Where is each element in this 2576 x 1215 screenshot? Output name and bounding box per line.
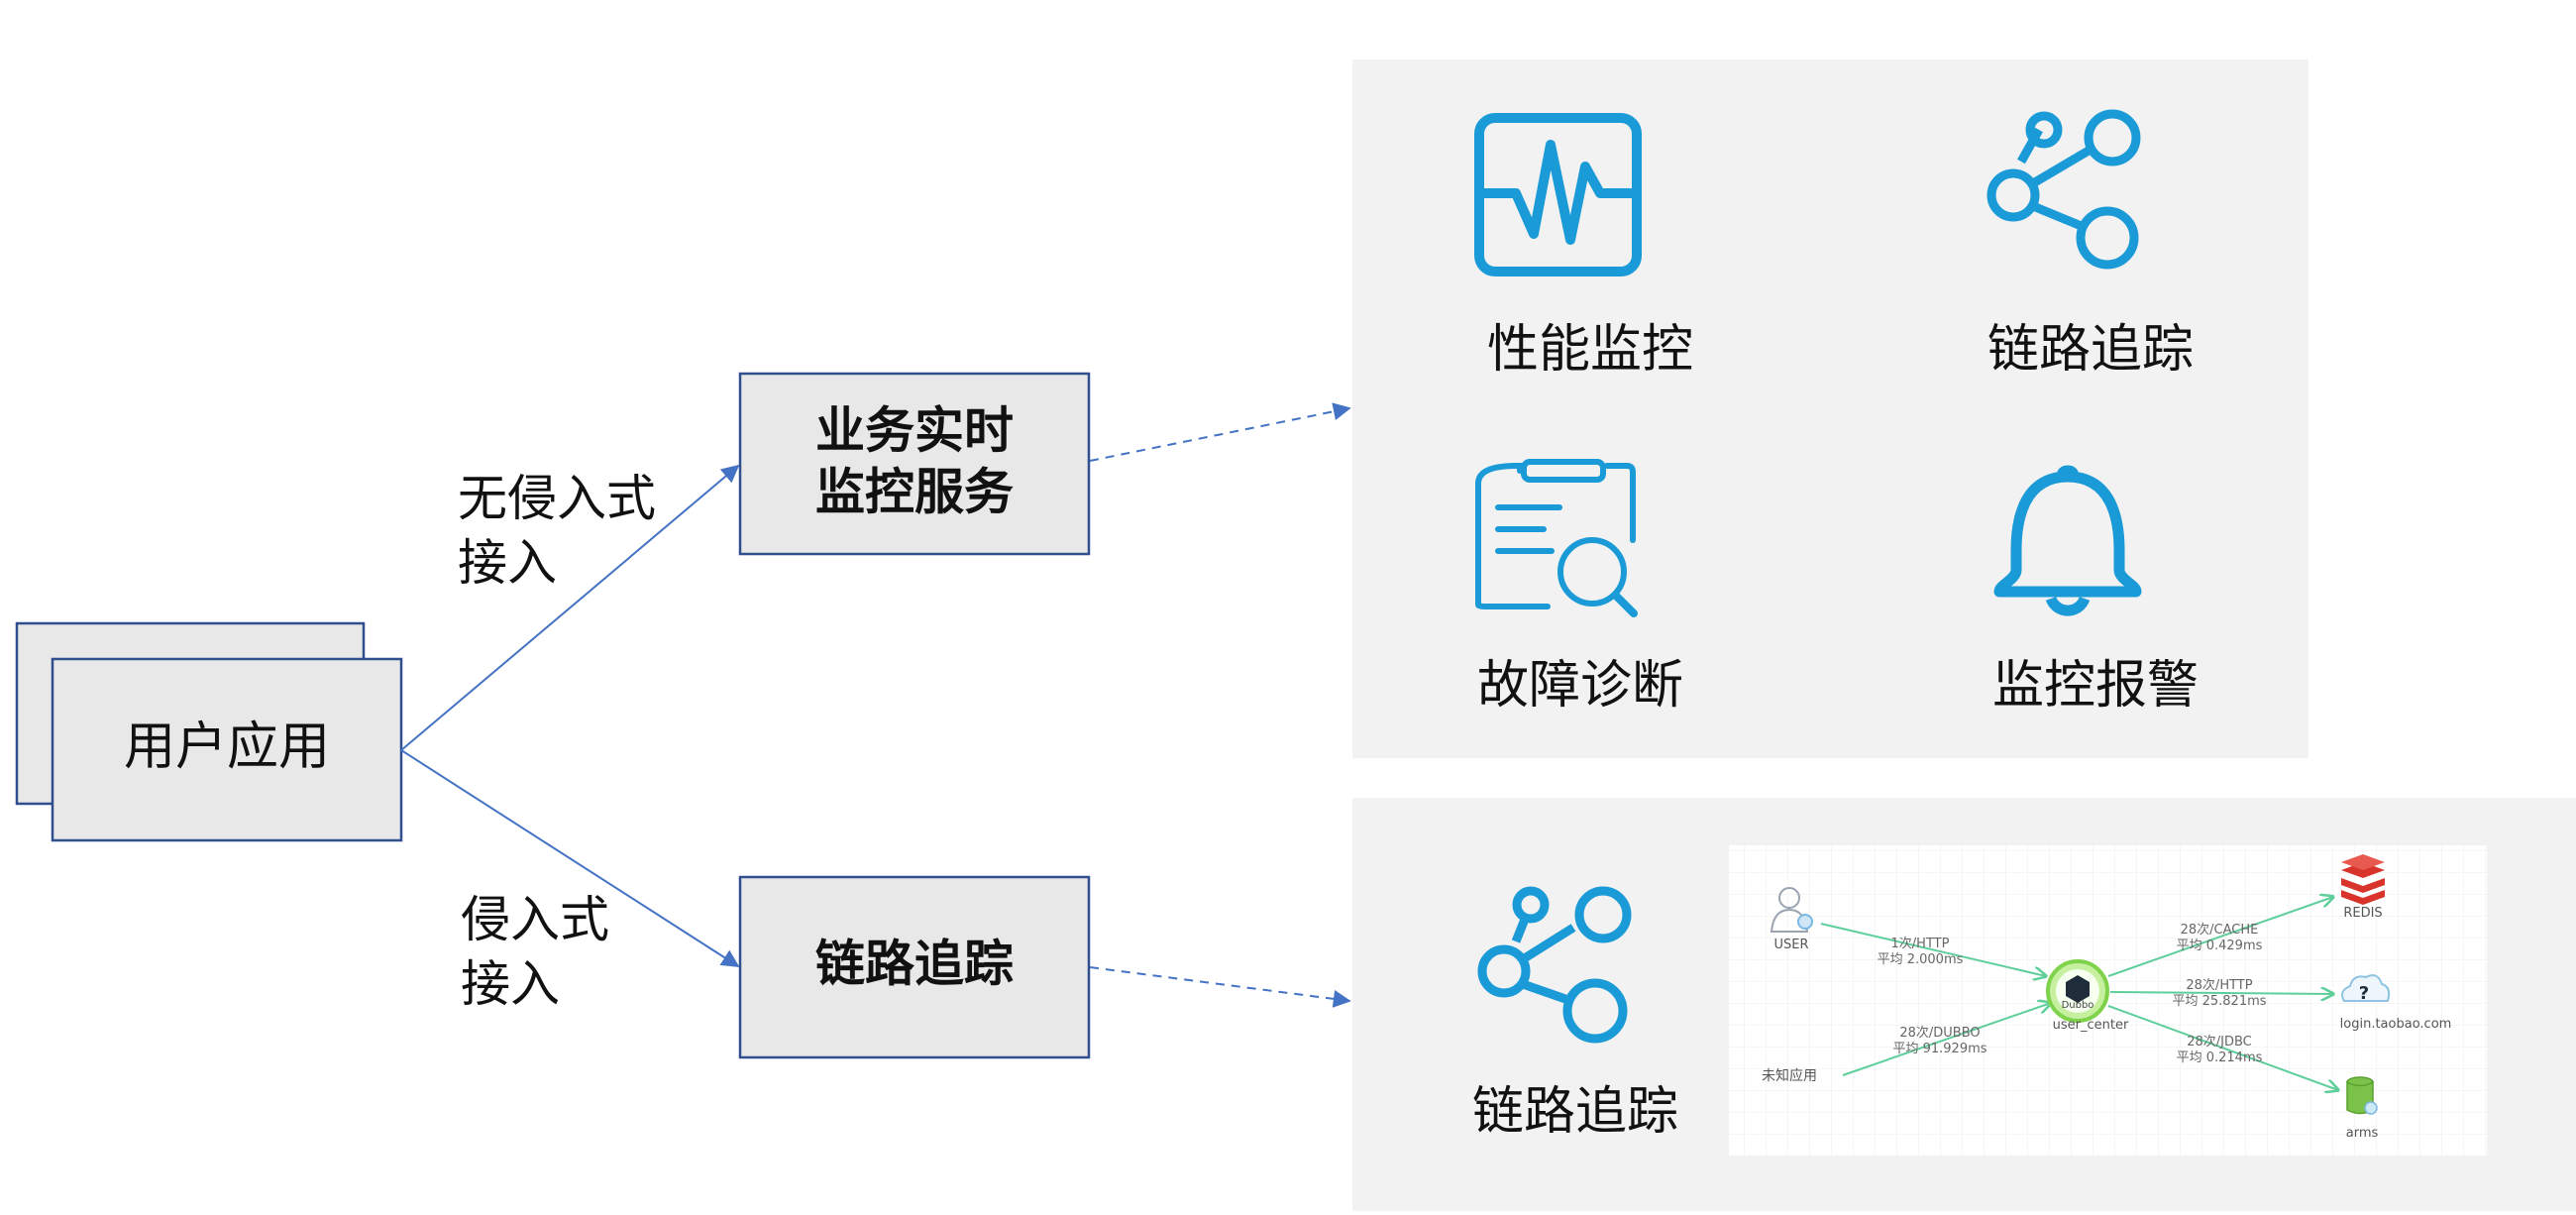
- share-nodes-icon: [1986, 109, 2141, 270]
- dubbo-hex-icon: [2066, 975, 2090, 1003]
- bell-icon: [1993, 465, 2142, 616]
- edge-center-to-login: [2109, 992, 2333, 994]
- edge-label-3-line2: 平均 0.429ms: [2177, 939, 2263, 953]
- trace-panel-label: 链路追踪: [1472, 1082, 1678, 1142]
- topology-node-unknown-app: 未知应用: [1762, 1067, 1817, 1084]
- pulse-monitor-icon: [1474, 113, 1642, 276]
- topology-node-center: user_center: [2053, 1018, 2129, 1033]
- intrusive-label-1: 侵入式: [461, 891, 609, 948]
- edge-unknown-to-center: [1842, 1003, 2051, 1076]
- realtime-service-label-2: 监控服务: [815, 464, 1014, 521]
- user-icon: [1770, 887, 1813, 933]
- intrusive-label-2: 接入: [461, 955, 560, 1013]
- tracing-service-box: 链路追踪: [738, 875, 1091, 1059]
- features-panel: [1352, 59, 2308, 758]
- edge-label-1-line2: 平均 2.000ms: [1878, 952, 1964, 967]
- clipboard-search-icon: [1475, 459, 1638, 617]
- realtime-to-features-arrow: [1089, 402, 1351, 462]
- edge-label-5-line1: 28次/JDBC: [2187, 1034, 2252, 1049]
- topology-center-logo: Dubbo: [2062, 1000, 2094, 1011]
- topology-node-arms: arms: [2346, 1126, 2379, 1141]
- database-icon: [2346, 1076, 2378, 1115]
- edge-label-1-line1: 1次/HTTP: [1891, 936, 1950, 951]
- user-app-box: 用户应用: [15, 621, 403, 842]
- feature-alert-label: 监控报警: [1992, 656, 2199, 716]
- non-intrusive-label-1: 无侵入式: [458, 470, 656, 527]
- edge-center-to-redis: [2107, 897, 2333, 977]
- tracing-service-label: 链路追踪: [815, 936, 1014, 993]
- edge-label-3-line1: 28次/CACHE: [2181, 922, 2259, 938]
- topology-node-login: login.taobao.com: [2340, 1017, 2452, 1032]
- feature-trace-label: 链路追踪: [1987, 320, 2194, 380]
- feature-diagnosis-label: 故障诊断: [1477, 656, 1683, 716]
- intrusive-arrow: [400, 749, 740, 967]
- feature-performance-label: 性能监控: [1487, 320, 1693, 380]
- user-app-label: 用户应用: [124, 718, 330, 777]
- tracing-to-panel-arrow: [1089, 966, 1351, 1008]
- topology-node-redis: REDIS: [2343, 906, 2382, 921]
- question-cloud-icon: ?: [2341, 974, 2391, 1004]
- dubbo-center-node: [2046, 959, 2109, 1023]
- redis-icon: [2341, 854, 2385, 905]
- edge-label-2-line1: 28次/DUBBO: [1899, 1025, 1980, 1041]
- edge-label-2-line2: 平均 91.929ms: [1892, 1042, 1986, 1056]
- trace-topology-view: 1次/HTTP 平均 2.000ms 28次/DUBBO 平均 91.929ms…: [1729, 845, 2487, 1156]
- svg-text:?: ?: [2359, 983, 2369, 1004]
- edge-label-5-line2: 平均 0.214ms: [2177, 1050, 2263, 1065]
- topology-node-user: USER: [1773, 938, 1808, 952]
- edge-label-4-line2: 平均 25.821ms: [2172, 994, 2266, 1009]
- realtime-service-label-1: 业务实时: [815, 402, 1014, 460]
- non-intrusive-arrow: [400, 464, 740, 751]
- realtime-monitor-service-box: 业务实时 监控服务: [738, 372, 1091, 556]
- edge-user-to-center: [1820, 923, 2046, 976]
- edge-label-4-line1: 28次/HTTP: [2186, 977, 2252, 993]
- non-intrusive-label-2: 接入: [458, 534, 557, 592]
- edge-center-to-arms: [2107, 1005, 2338, 1090]
- trace-share-icon: [1477, 886, 1632, 1044]
